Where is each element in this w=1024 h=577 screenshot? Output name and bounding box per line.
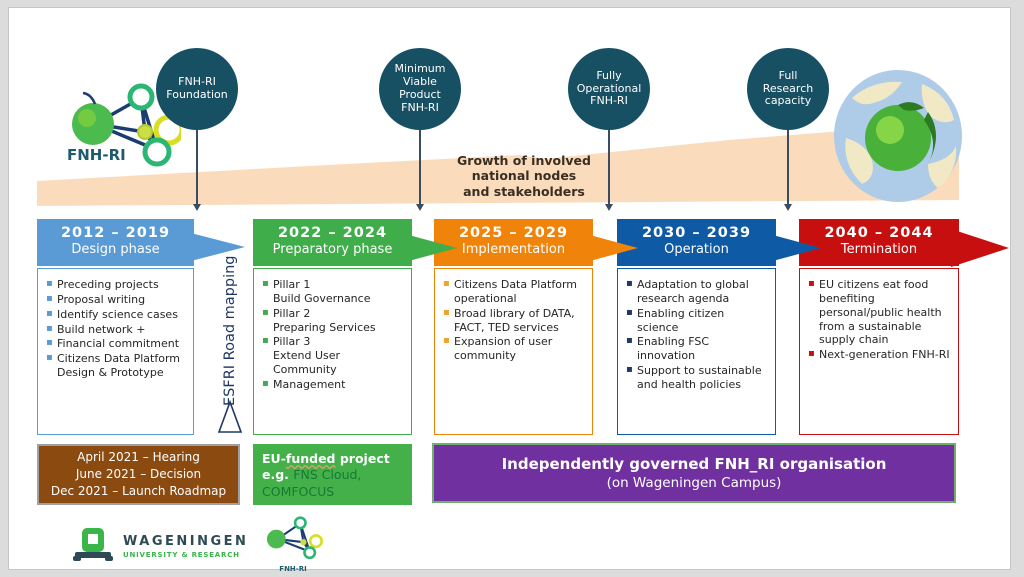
phase-period: 2025 – 2029 — [458, 225, 569, 241]
eu-funded-title: EU-funded project — [262, 451, 403, 467]
eu-funded-box: EU-funded project e.g. FNS Cloud, COMFOC… — [253, 444, 412, 505]
wageningen-logo-text: WAGENINGEN UNIVERSITY & RESEARCH — [123, 534, 248, 559]
phase-bullet-list: Citizens Data Platform operational Broad… — [443, 278, 586, 363]
bullet-item: Management — [262, 378, 405, 392]
phase-header-operation: 2030 – 2039 Operation — [617, 219, 776, 266]
phase-bullet-list: Preceding projects Proposal writing Iden… — [46, 278, 187, 380]
bullet-item: Expansion of user community — [443, 335, 586, 363]
bullet-item: Pillar 2 Preparing Services — [262, 307, 405, 335]
esfri-triangle-icon — [217, 400, 243, 433]
bullet-item: Enabling citizen science — [626, 307, 769, 335]
phase-body-operation: Adaptation to global research agenda Ena… — [617, 268, 776, 435]
bullet-item: Support to sustainable and health polici… — [626, 364, 769, 392]
milestone-arrow-1 — [193, 130, 201, 211]
phase-header-preparatory: 2022 – 2024 Preparatory phase — [253, 219, 412, 266]
bullet-item: Adaptation to global research agenda — [626, 278, 769, 306]
bullet-item: Build network + — [46, 323, 187, 337]
growth-label: Growth of involved national nodes and st… — [457, 153, 591, 199]
bullet-item: Enabling FSC innovation — [626, 335, 769, 363]
milestone-arrow-3 — [605, 130, 613, 211]
phase-header-design: 2012 – 2019 Design phase — [37, 219, 194, 266]
milestone-mvp: Minimum Viable Product FNH-RI — [379, 48, 461, 130]
milestone-arrow-2 — [416, 130, 424, 211]
fnh-ri-logo — [72, 83, 181, 167]
growth-wedge-shape — [37, 128, 959, 206]
phase-arrow-2 — [405, 234, 457, 262]
milestone-line: Dec 2021 – Launch Roadmap — [50, 483, 227, 498]
wageningen-title: WAGENINGEN — [123, 533, 249, 549]
globe-europe-image — [834, 70, 962, 202]
bullet-item: Financial commitment — [46, 337, 187, 351]
fnh-ri-footer-logo-text: FNH-RI — [279, 565, 307, 573]
phase-body-implementation: Citizens Data Platform operational Broad… — [434, 268, 593, 435]
phase-body-preparatory: Pillar 1 Build Governance Pillar 2 Prepa… — [253, 268, 412, 435]
phase-name: Implementation — [461, 242, 566, 257]
phase-arrow-1 — [187, 232, 245, 262]
phase-period: 2012 – 2019 — [60, 225, 171, 241]
milestone-line: April 2021 – Hearing — [77, 450, 200, 465]
fnh-ri-footer-logo-icon — [266, 516, 323, 560]
phase-arrow-4 — [769, 234, 821, 262]
bullet-item: Identify science cases — [46, 308, 187, 322]
roadmap-milestones-box: April 2021 – Hearing June 2021 – Decisio… — [37, 444, 240, 505]
wageningen-subtitle: UNIVERSITY & RESEARCH — [123, 550, 240, 559]
wageningen-logo-icon — [73, 528, 113, 561]
eu-funded-word: funded — [285, 451, 336, 466]
bullet-item: Citizens Data Platform Design & Prototyp… — [46, 352, 187, 380]
bullet-item: Proposal writing — [46, 293, 187, 307]
bullet-item: Next-generation FNH-RI — [808, 348, 952, 362]
bullet-item: Pillar 3 Extend User Community — [262, 335, 405, 377]
eu-suffix: project — [335, 451, 390, 466]
phase-period: 2030 – 2039 — [641, 225, 752, 241]
milestone-line: June 2021 – Decision — [75, 467, 202, 482]
governance-title: Independently governed FNH_RI organisati… — [501, 455, 887, 473]
phase-period: 2040 – 2044 — [824, 225, 934, 241]
milestone-arrow-4 — [784, 130, 792, 211]
phase-period: 2022 – 2024 — [277, 225, 388, 241]
fnh-ri-logo-text: FNH-RI — [67, 146, 126, 164]
governance-subtitle: (on Wageningen Campus) — [606, 475, 782, 491]
phase-bullet-list: EU citizens eat food benefiting personal… — [808, 278, 952, 362]
milestone-fully-operational: Fully Operational FNH-RI — [568, 48, 650, 130]
bullet-item: EU citizens eat food benefiting personal… — [808, 278, 952, 347]
phase-bullet-list: Pillar 1 Build Governance Pillar 2 Prepa… — [262, 278, 405, 392]
wageningen-logo: WAGENINGEN UNIVERSITY & RESEARCH — [73, 521, 293, 571]
bullet-item: Broad library of DATA, FACT, TED service… — [443, 307, 586, 335]
bullet-item: Citizens Data Platform operational — [443, 278, 586, 306]
phase-name: Operation — [664, 242, 729, 257]
bullet-item: Preceding projects — [46, 278, 187, 292]
phase-header-implementation: 2025 – 2029 Implementation — [434, 219, 593, 266]
phase-arrow-5 — [951, 229, 1009, 267]
phase-arrow-3 — [586, 234, 638, 262]
phase-name: Design phase — [71, 242, 160, 257]
eg-label: e.g. — [262, 467, 294, 483]
phase-body-termination: EU citizens eat food benefiting personal… — [799, 268, 959, 435]
roadmap-slide: Growth of involved national nodes and st… — [8, 7, 1011, 573]
phase-body-design: Preceding projects Proposal writing Iden… — [37, 268, 194, 435]
eu-prefix: EU- — [262, 451, 286, 466]
phase-bullet-list: Adaptation to global research agenda Ena… — [626, 278, 769, 392]
eu-funded-projects: e.g. FNS Cloud, COMFOCUS — [262, 467, 403, 500]
governance-box: Independently governed FNH_RI organisati… — [432, 443, 956, 503]
phase-header-termination: 2040 – 2044 Termination — [799, 219, 959, 266]
esfri-road-mapping-label: ESFRI Road mapping — [222, 255, 238, 406]
project-names: FNS Cloud, COMFOCUS — [262, 467, 362, 499]
milestone-foundation: FNH-RI Foundation — [156, 48, 238, 130]
phase-name: Termination — [840, 242, 918, 257]
milestone-full-capacity: Full Research capacity — [747, 48, 829, 130]
phase-name: Preparatory phase — [272, 242, 393, 257]
bullet-item: Pillar 1 Build Governance — [262, 278, 405, 306]
fnh-ri-footer-logo: FNH-RI — [261, 513, 325, 573]
